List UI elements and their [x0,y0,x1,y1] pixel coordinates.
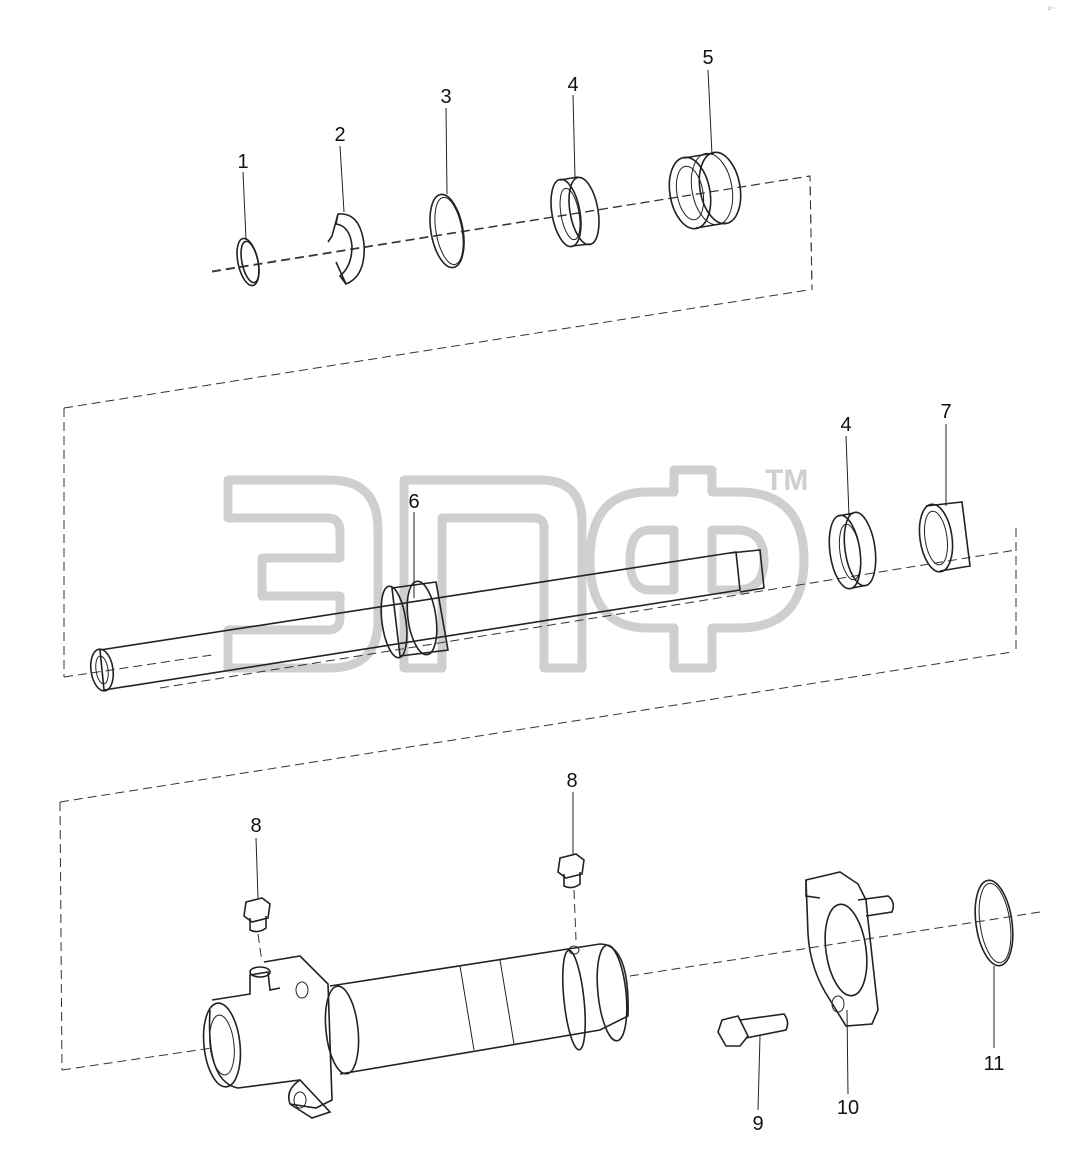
part-8-bolt-right [557,853,585,941]
watermark-trademark: TM [765,464,808,497]
part-1-snap-ring [236,237,260,287]
leader-lines [242,69,995,1111]
callout-7: 7 [940,401,951,423]
part-11-o-ring [974,879,1014,967]
part-10-bracket [805,871,895,1027]
callout-4b: 4 [840,414,851,436]
part-4-seal-upper [550,176,600,248]
callout-1: 1 [237,151,248,173]
callout-5: 5 [702,47,713,69]
part-4-seal-lower [828,511,877,590]
callout-6: 6 [408,491,419,513]
callout-3: 3 [440,86,451,108]
part-cylinder-body [202,943,629,1119]
part-9-bolt [717,1013,789,1047]
callout-10: 10 [837,1097,859,1119]
callout-labels: 1 2 3 4 5 6 4 7 8 8 9 10 11 [237,47,1004,1135]
callout-11: 11 [984,1053,1005,1075]
callout-2: 2 [334,124,345,146]
part-6-rod [89,549,765,692]
callout-4a: 4 [567,74,578,96]
part-5-bushing [668,151,742,230]
part-2-circlip [327,213,365,285]
group-frames [59,175,1041,1071]
callout-8b: 8 [566,770,577,792]
part-3-o-ring [429,193,465,269]
part-7-sleeve [918,501,971,573]
corner-mark: ²⁻ [1048,5,1055,14]
callout-8a: 8 [250,815,261,837]
watermark-logo: TM [223,464,809,673]
part-8-bolt-left [243,897,271,963]
callout-9: 9 [752,1113,763,1135]
